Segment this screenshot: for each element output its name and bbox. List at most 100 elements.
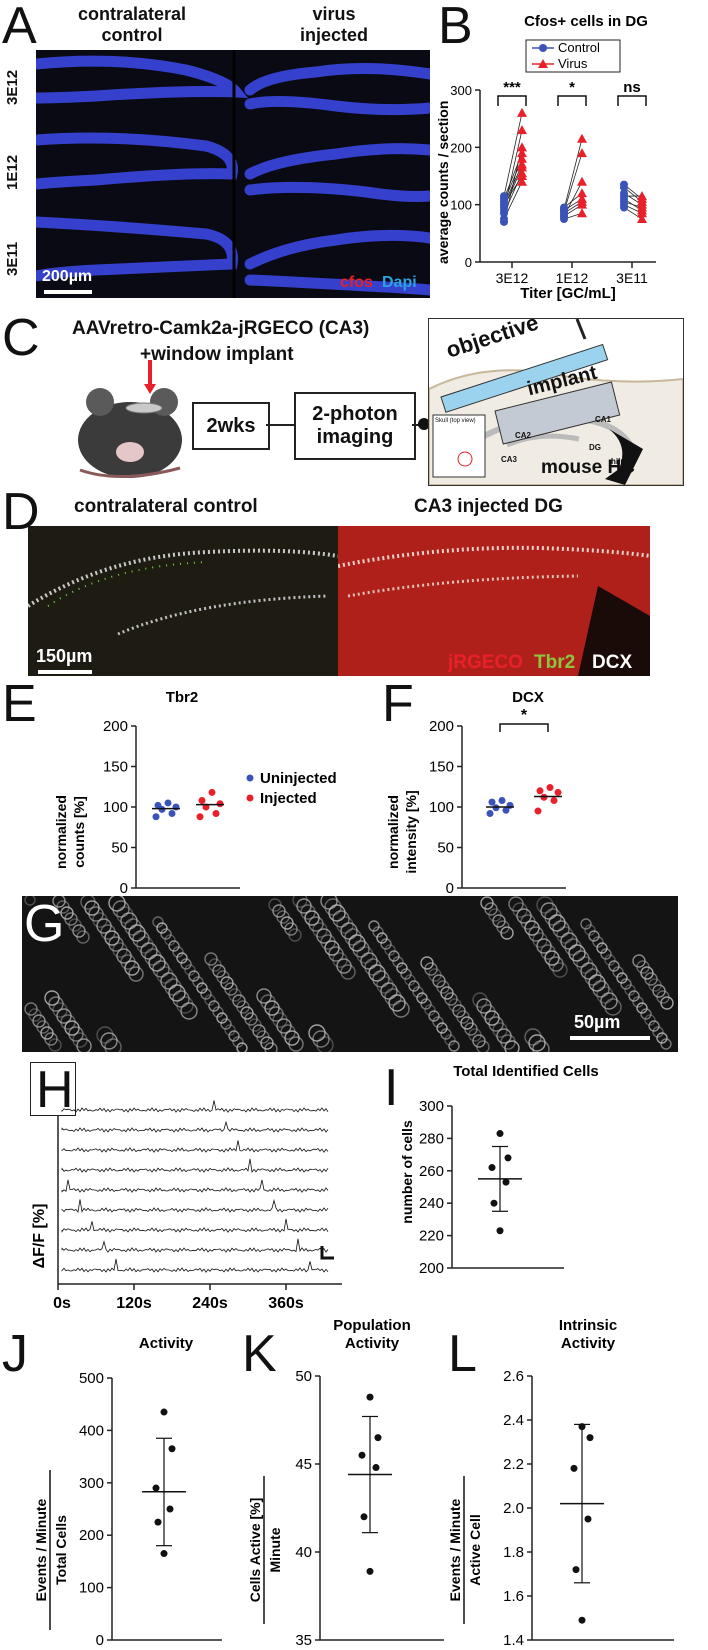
g-cell (648, 1020, 660, 1032)
g-cell (180, 1002, 198, 1020)
g-cell (576, 956, 594, 974)
b-virus-point (637, 202, 647, 212)
k-title-2: Activity (345, 1335, 400, 1352)
b-pair-line (503, 112, 523, 197)
g-cell (592, 980, 610, 998)
g-cell (160, 972, 178, 990)
chart-b: Cfos+ cells in DG Control Virus average … (435, 13, 656, 302)
l-ylabel-bottom: Active Cell (467, 1514, 483, 1586)
g-cell (384, 944, 396, 956)
c-connector-dot (418, 418, 430, 430)
g-cell (124, 960, 140, 976)
g-cell (432, 1016, 444, 1028)
g-cell (600, 948, 612, 960)
g-cell (660, 996, 674, 1010)
g-cell (172, 990, 190, 1008)
h-trace (61, 1198, 329, 1213)
g-cell (32, 1014, 46, 1028)
h-scale-bracket (320, 1246, 334, 1260)
f-point (492, 804, 500, 812)
g-cell (232, 1036, 244, 1048)
k-point (358, 1451, 366, 1459)
b-virus-point (517, 159, 527, 169)
f-point (488, 798, 496, 806)
g-cell (352, 940, 370, 958)
g-cell (392, 1000, 410, 1018)
h-trace (61, 1218, 329, 1233)
g-cell (580, 918, 592, 930)
e-point (212, 809, 220, 817)
j-point (152, 1484, 160, 1492)
b-xlabel: Titer [GC/mL] (520, 285, 616, 302)
g-scale-bar (570, 1036, 650, 1040)
g-cell (472, 1034, 486, 1048)
b-virus-point (577, 133, 587, 143)
g-cell (272, 904, 286, 918)
g-cell (608, 960, 620, 972)
g-cell (632, 996, 644, 1008)
f-point (498, 797, 506, 805)
c-skull-label: Skull (top view) (435, 418, 476, 424)
h-trace (61, 1140, 329, 1153)
j-ytick-label: 0 (96, 1632, 104, 1648)
g-cell (108, 896, 126, 912)
g-cell (24, 896, 36, 906)
i-point (496, 1130, 504, 1138)
g-cell (376, 932, 388, 944)
d-legend-dcx: DCX (592, 652, 633, 673)
f-significance-bracket (499, 723, 549, 732)
k-point (372, 1464, 380, 1472)
g-cell (652, 1026, 664, 1038)
g-cell (604, 998, 622, 1016)
f-point (502, 806, 510, 814)
g-cell (24, 1002, 38, 1016)
g-cell (616, 972, 628, 984)
g-cell (116, 906, 134, 924)
l-ytick-label: 2.2 (503, 1456, 524, 1473)
b-control-point (500, 217, 508, 226)
g-cell (372, 970, 390, 988)
g-cell (176, 952, 188, 964)
g-cell (80, 896, 96, 910)
g-cell (660, 1038, 672, 1050)
g-cell (204, 952, 218, 966)
f-point (550, 797, 558, 805)
panel-label-h: H (36, 1061, 74, 1119)
b-virus-point (577, 188, 587, 198)
g-cell (376, 976, 394, 994)
g-cell (500, 926, 514, 940)
b-ytick-label: 100 (450, 198, 472, 213)
b-ylabel: average counts / section (435, 101, 451, 264)
k-point (374, 1434, 382, 1442)
b-control-point (560, 205, 568, 214)
a-row-label-1: 3E12 (4, 69, 21, 105)
g-cell (192, 976, 204, 988)
a-legend-cfos: cfos (340, 274, 373, 291)
b-control-point (500, 192, 508, 201)
b-virus-point (577, 208, 587, 218)
g-cell (252, 1024, 266, 1038)
l-point (578, 1616, 586, 1624)
g-cell (72, 924, 86, 938)
g-cell (256, 988, 272, 1004)
c-box-2wks: 2wks (192, 402, 270, 450)
i-point (504, 1154, 512, 1162)
cfos-micrograph (36, 50, 430, 298)
k-point (360, 1513, 368, 1521)
g-cell (432, 974, 446, 988)
h-trace (61, 1258, 329, 1273)
k-point (366, 1393, 374, 1401)
g-cell (612, 966, 624, 978)
g-cell (224, 1024, 236, 1036)
c-connector-2 (412, 424, 422, 426)
a-legend-dapi: Dapi (382, 274, 417, 291)
g-cell (584, 968, 602, 986)
g-cell (492, 914, 506, 928)
g-cell (544, 908, 562, 926)
g-cell (44, 990, 60, 1006)
g-cell (388, 950, 400, 962)
g-cell (220, 976, 234, 990)
g-cell (100, 1032, 118, 1050)
g-cell (148, 954, 166, 972)
d-scale-bar (38, 670, 92, 674)
